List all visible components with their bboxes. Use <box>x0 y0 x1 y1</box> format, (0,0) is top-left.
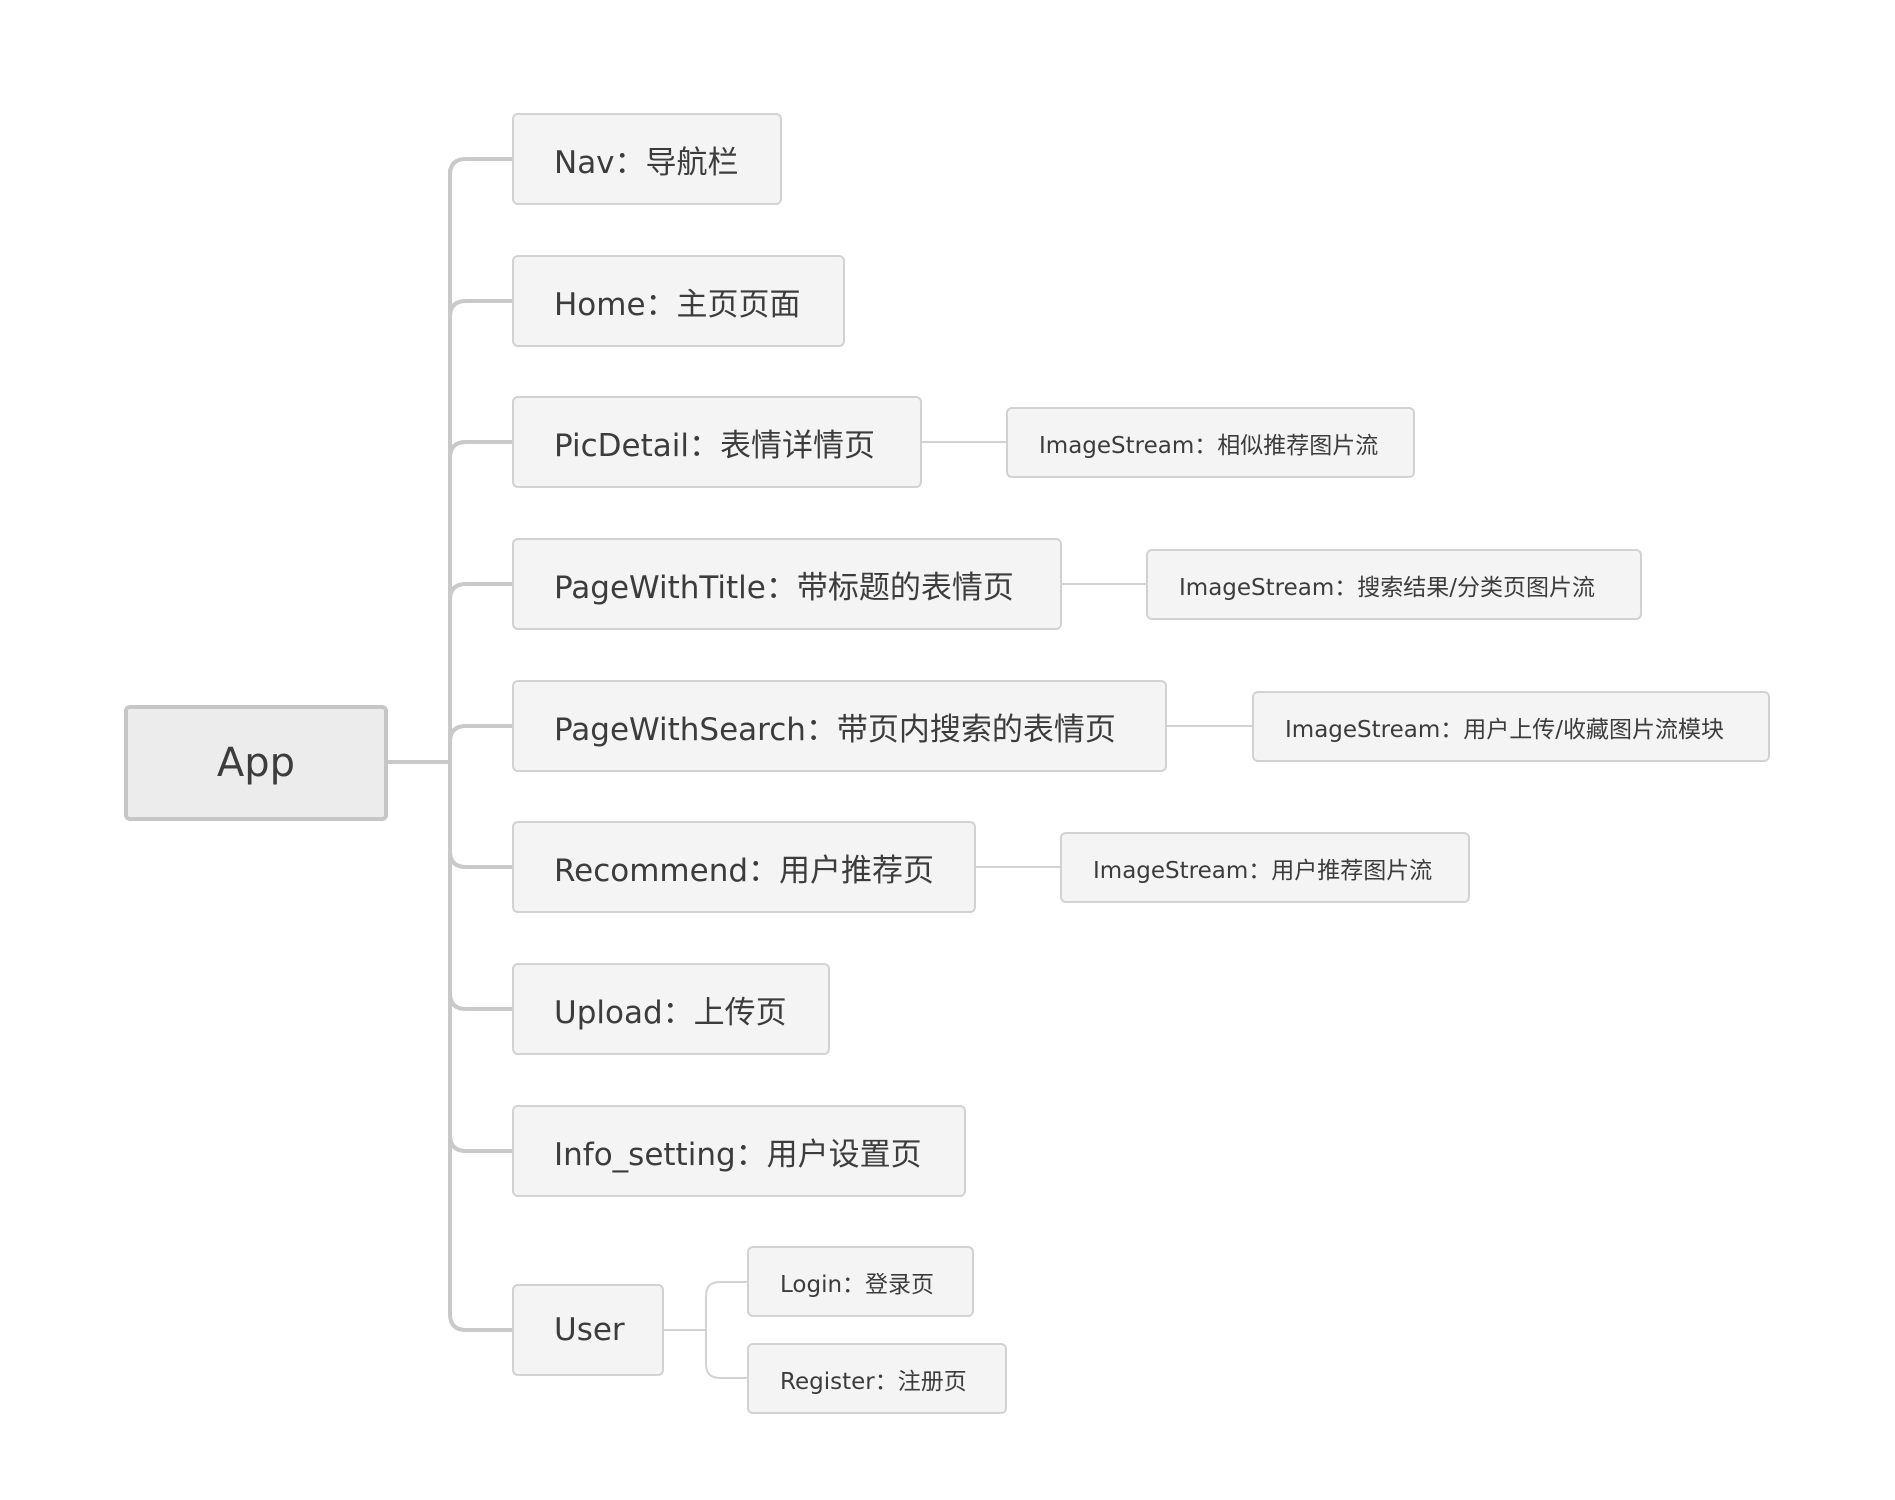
node-recommend[interactable]: Recommend：用户推荐页 <box>512 821 976 913</box>
connector-user <box>448 1312 514 1332</box>
node-pagewithtitle[interactable]: PageWithTitle：带标题的表情页 <box>512 538 1062 630</box>
node-info-setting[interactable]: Info_setting：用户设置页 <box>512 1105 966 1197</box>
connector-nav <box>448 157 514 177</box>
connector-recommend <box>448 849 514 869</box>
node-pagewithtitle-imagestream[interactable]: ImageStream：搜索结果/分类页图片流 <box>1146 549 1642 620</box>
node-pagewithsearch[interactable]: PageWithSearch：带页内搜索的表情页 <box>512 680 1167 772</box>
node-root-app[interactable]: App <box>124 705 388 821</box>
node-nav[interactable]: Nav：导航栏 <box>512 113 782 205</box>
node-home[interactable]: Home：主页页面 <box>512 255 845 347</box>
node-picdetail[interactable]: PicDetail：表情详情页 <box>512 396 922 488</box>
connector-pagewithtitle <box>448 582 514 602</box>
node-user[interactable]: User <box>512 1284 664 1376</box>
node-picdetail-imagestream[interactable]: ImageStream：相似推荐图片流 <box>1006 407 1415 478</box>
connector-info-setting <box>448 1133 514 1153</box>
node-recommend-imagestream[interactable]: ImageStream：用户推荐图片流 <box>1060 832 1470 903</box>
node-pagewithsearch-imagestream[interactable]: ImageStream：用户上传/收藏图片流模块 <box>1252 691 1770 762</box>
node-user-login[interactable]: Login：登录页 <box>747 1246 974 1317</box>
node-upload[interactable]: Upload：上传页 <box>512 963 830 1055</box>
connector-home <box>448 299 514 319</box>
connector-upload <box>448 991 514 1011</box>
connector-user-fork <box>705 1281 747 1379</box>
connector-picdetail <box>448 440 514 460</box>
connector-pagewithsearch <box>448 724 514 744</box>
node-user-register[interactable]: Register：注册页 <box>747 1343 1007 1414</box>
